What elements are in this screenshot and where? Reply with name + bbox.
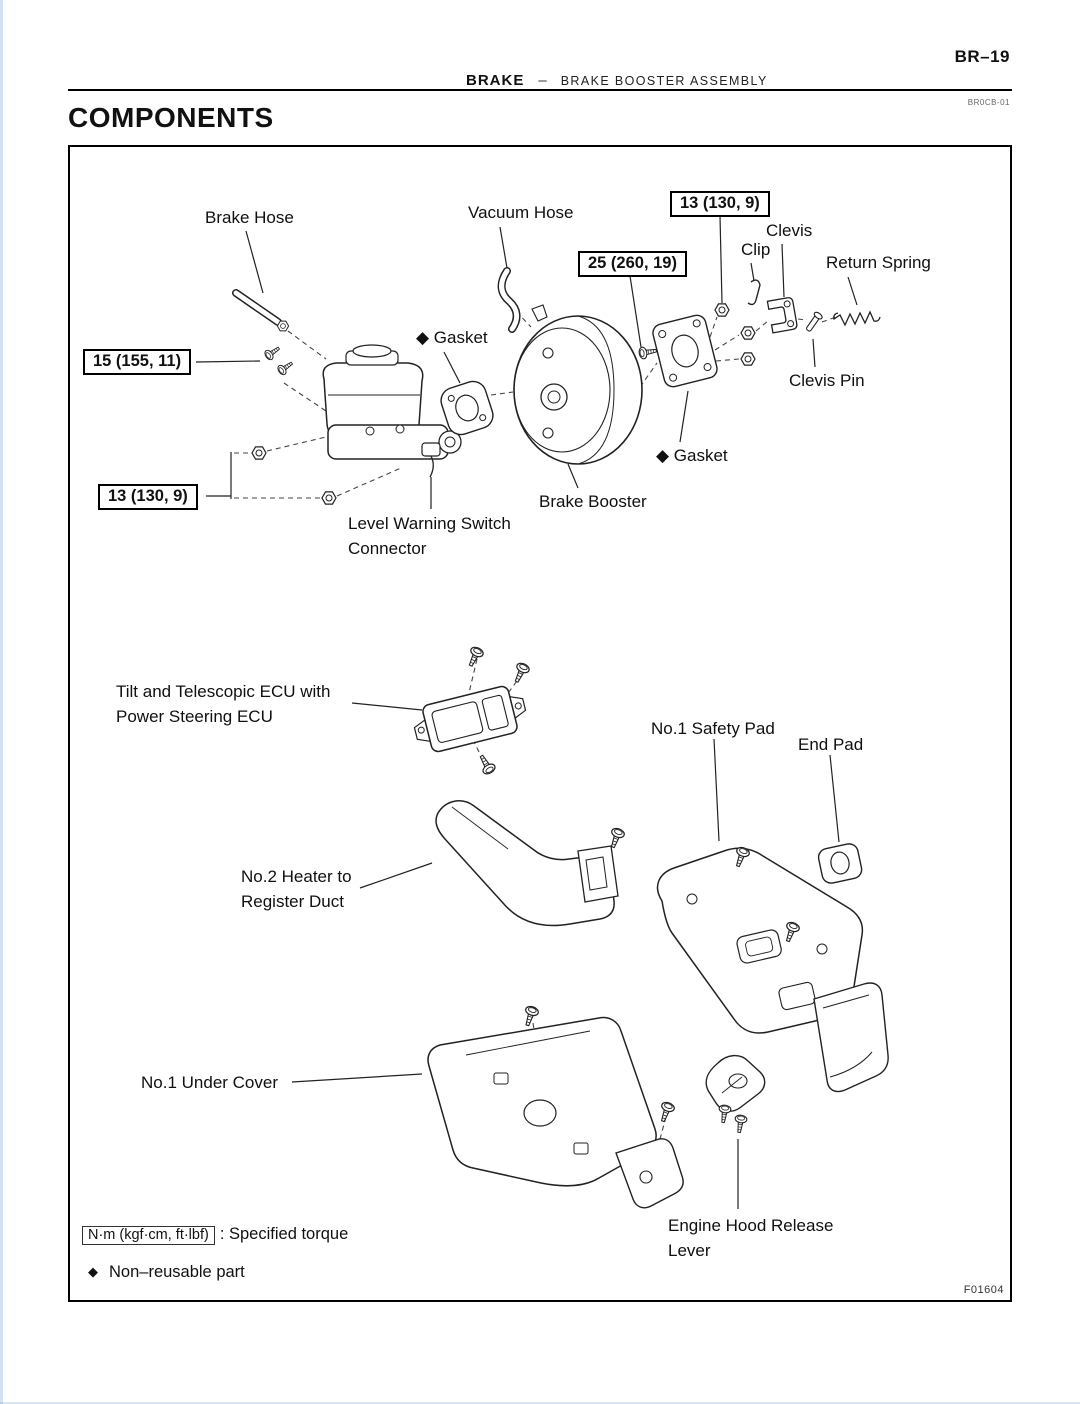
label-end-pad: End Pad: [798, 735, 864, 754]
components-figure: Brake Hose Vacuum Hose Clevis Clip Retur…: [68, 145, 1012, 1302]
brake-booster-art: [513, 304, 658, 465]
label-return-spring: Return Spring: [826, 253, 931, 272]
clip-art: [747, 279, 761, 306]
torque-desc: : Specified torque: [219, 1225, 349, 1243]
end-pad-art: [817, 843, 863, 884]
label-vacuum-hose: Vacuum Hose: [468, 203, 574, 222]
label-tilt-telescopic-ecu: Tilt and Telescopic ECU with Power Steer…: [116, 682, 331, 726]
under-cover-art: [427, 1004, 684, 1209]
torque-spec-cylinder-nuts: 13 (130, 9): [98, 484, 198, 510]
clevis-pin-art: [806, 311, 823, 332]
label-hood-release-lever: Engine Hood Release Lever: [668, 1216, 834, 1260]
brake-hose-art: [232, 289, 290, 332]
label-gasket-right: ◆ Gasket: [656, 446, 728, 465]
scan-artifact-bottom: [0, 1402, 1080, 1404]
hood-release-lever-art: [705, 1054, 766, 1134]
bleeder-fitting-art: [262, 343, 296, 377]
level-warning-connector-art: [421, 442, 441, 478]
label-clevis-pin: Clevis Pin: [789, 371, 865, 390]
torque-spec-booster-stud: 25 (260, 19): [578, 251, 687, 277]
breadcrumb-subsection: BRAKE BOOSTER ASSEMBLY: [560, 74, 768, 88]
breadcrumb: BRAKE–BRAKE BOOSTER ASSEMBLY: [466, 72, 768, 89]
breadcrumb-separator: –: [538, 72, 547, 89]
breadcrumb-section: BRAKE: [466, 72, 525, 89]
vacuum-hose-art: [497, 267, 521, 333]
return-spring-art: [833, 310, 881, 327]
label-no2-heater-duct: No.2 Heater to Register Duct: [241, 867, 352, 911]
figure-code: F01604: [963, 1284, 1004, 1296]
clevis-art: [766, 297, 798, 334]
label-no1-under-cover: No.1 Under Cover: [141, 1073, 279, 1092]
diamond-icon: ◆: [88, 1264, 98, 1279]
torque-spec-clevis-nuts: 13 (130, 9): [670, 191, 770, 217]
label-no1-safety-pad: No.1 Safety Pad: [651, 719, 775, 738]
page-title: COMPONENTS: [68, 102, 274, 133]
header-divider: [68, 89, 1012, 91]
safety-pad-art: [656, 845, 889, 1093]
label-level-warning-switch-connector: Level Warning Switch Connector: [348, 514, 511, 558]
heater-duct-art: [435, 800, 627, 927]
nonreusable-label: Non–reusable part: [109, 1263, 245, 1281]
label-brake-hose: Brake Hose: [205, 208, 294, 227]
scan-artifact-left: [0, 0, 3, 1404]
legend-torque: N·m (kgf·cm, ft·lbf): Specified torque: [82, 1225, 348, 1245]
torque-unit-box: N·m (kgf·cm, ft·lbf): [82, 1226, 215, 1245]
gasket-left-art: [440, 380, 494, 436]
label-brake-booster: Brake Booster: [539, 492, 647, 511]
exploded-diagram: [195, 215, 889, 1209]
label-clevis: Clevis: [766, 221, 813, 240]
page-number: BR–19: [954, 47, 1010, 66]
torque-spec-brake-line: 15 (155, 11): [83, 349, 192, 375]
label-clip: Clip: [741, 240, 771, 259]
legend-nonreusable: ◆ Non–reusable part: [88, 1263, 245, 1282]
label-gasket-left: ◆ Gasket: [416, 328, 488, 347]
label-leader-lines: [195, 215, 858, 1209]
ecu-art: [413, 644, 532, 777]
master-cylinder-art: [322, 344, 462, 460]
doc-code: BR0CB-01: [967, 98, 1010, 107]
booster-gasket-art: [652, 314, 718, 388]
